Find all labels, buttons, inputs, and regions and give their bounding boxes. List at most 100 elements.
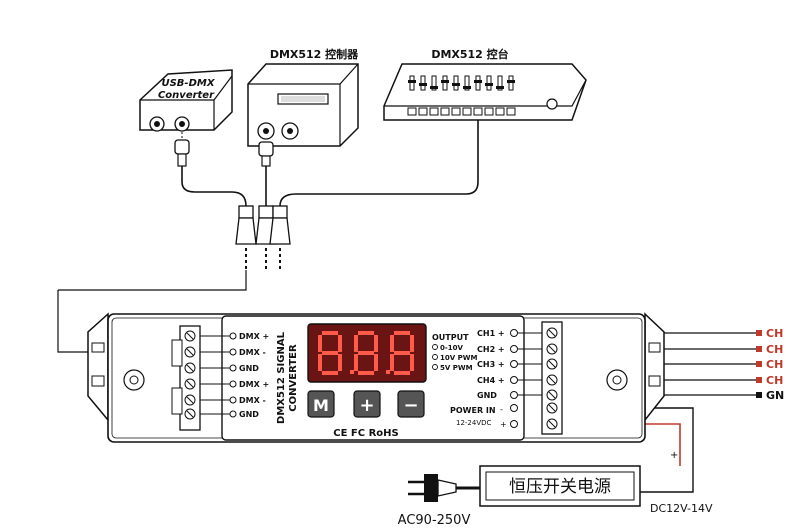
output-channel-label: CH bbox=[766, 343, 783, 356]
output-channel-label: CH bbox=[766, 374, 783, 387]
certification-marks: CE FC RoHS bbox=[333, 428, 398, 439]
power-in-label: POWER IN bbox=[450, 406, 496, 415]
display-segment bbox=[318, 354, 322, 371]
terminal-dot-icon bbox=[229, 396, 237, 404]
right-terminal-labels: CH1 +CH2 +CH3 +CH4 +GND POWER IN - 12-24… bbox=[450, 329, 542, 429]
plus-button-label: + bbox=[359, 395, 374, 416]
option-dot-icon bbox=[432, 364, 438, 370]
display-segment bbox=[322, 351, 338, 355]
connector-plug-icon bbox=[235, 205, 257, 270]
option-dot-icon bbox=[432, 344, 438, 350]
wire-usb bbox=[181, 152, 247, 218]
right-terminal-label: CH4 + bbox=[477, 376, 505, 385]
display-segment bbox=[374, 335, 378, 352]
fader-icon bbox=[497, 75, 503, 91]
converter-title-line2: CONVERTER bbox=[288, 344, 299, 412]
console-key-icon bbox=[462, 107, 472, 116]
output-channel-label: CH bbox=[766, 327, 783, 340]
console-label: DMX512 控台 bbox=[431, 47, 508, 61]
display-segment bbox=[358, 351, 374, 355]
converter-title-line1: DMX512 SIGNAL bbox=[276, 331, 287, 424]
display-segment bbox=[394, 331, 410, 335]
display-segment bbox=[358, 331, 374, 335]
terminal-dot-icon bbox=[510, 329, 518, 337]
right-terminal-label: CH3 + bbox=[477, 360, 505, 369]
plus-button[interactable]: + bbox=[353, 390, 381, 418]
display-segment bbox=[338, 335, 342, 352]
terminal-dot-icon bbox=[229, 364, 237, 372]
minus-button-label: − bbox=[403, 395, 418, 416]
display-segment bbox=[374, 354, 378, 371]
output-option-label: 0-10V bbox=[440, 344, 464, 352]
console-key-icon bbox=[484, 107, 494, 116]
console-key-icon bbox=[473, 107, 483, 116]
display-segment bbox=[410, 354, 414, 371]
controller-label: DMX512 控制器 bbox=[270, 47, 359, 61]
console-knob-icon bbox=[546, 98, 558, 110]
led-display bbox=[307, 323, 427, 383]
left-terminal-label: DMX + bbox=[239, 332, 269, 341]
power-in-minus: - bbox=[500, 405, 503, 414]
terminal-dot-icon bbox=[510, 360, 518, 368]
usb-label-line1: USB-DMX bbox=[161, 78, 215, 89]
terminal-dot-icon bbox=[229, 410, 237, 418]
left-terminal-label: DMX + bbox=[239, 380, 269, 389]
terminal-dot-icon bbox=[229, 380, 237, 388]
output-heading: OUTPUT bbox=[432, 333, 469, 342]
ac-input-label: AC90-250V bbox=[398, 513, 471, 528]
output-terminal-icon bbox=[756, 377, 762, 383]
mode-button[interactable]: M bbox=[307, 390, 335, 418]
dmx512-console: DMX512 控台 bbox=[383, 47, 587, 121]
left-terminal-label: GND bbox=[239, 364, 259, 373]
right-terminal-block bbox=[541, 321, 563, 435]
terminal-dot-icon bbox=[510, 376, 518, 384]
display-segment bbox=[318, 335, 322, 352]
ground-label: GN bbox=[766, 389, 784, 402]
terminal-dot-icon bbox=[510, 404, 518, 412]
minus-button[interactable]: − bbox=[397, 390, 425, 418]
terminal-dot-icon bbox=[229, 348, 237, 356]
console-key-icon bbox=[440, 107, 450, 116]
controller-plug-icon bbox=[258, 141, 274, 167]
usb-dmx-converter: USB-DMX Converter bbox=[139, 69, 233, 167]
console-key-icon bbox=[451, 107, 461, 116]
terminal-dot-icon bbox=[229, 332, 237, 340]
console-key-icon bbox=[418, 107, 428, 116]
terminal-dot-icon bbox=[510, 345, 518, 353]
terminal-dot-icon bbox=[510, 391, 518, 399]
display-segment bbox=[354, 335, 358, 352]
mode-button-label: M bbox=[313, 396, 329, 415]
console-key-icon bbox=[429, 107, 439, 116]
display-segment bbox=[394, 351, 410, 355]
display-segment bbox=[322, 371, 338, 375]
display-segment bbox=[354, 354, 358, 371]
ac-plug-icon bbox=[408, 474, 457, 502]
display-segment bbox=[358, 371, 374, 375]
display-segment bbox=[322, 331, 338, 335]
output-terminal-icon bbox=[756, 361, 762, 367]
console-key-icon bbox=[495, 107, 505, 116]
display-segment bbox=[394, 371, 410, 375]
console-key-icon bbox=[407, 107, 417, 116]
fader-icon bbox=[431, 75, 437, 91]
option-dot-icon bbox=[432, 354, 438, 360]
usb-label-line2: Converter bbox=[158, 90, 215, 101]
output-option-label: 10V PWM bbox=[440, 354, 477, 362]
output-option-label: 5V PWM bbox=[440, 364, 473, 372]
power-in-voltage: 12-24VDC bbox=[456, 419, 492, 427]
output-terminal-icon bbox=[756, 330, 762, 336]
connector-plug-icon bbox=[269, 205, 291, 270]
display-dot bbox=[386, 370, 390, 374]
output-terminal-icon bbox=[756, 346, 762, 352]
output-selector: OUTPUT 0-10V 10V PWM 5V PWM bbox=[432, 333, 477, 372]
y-splitter bbox=[235, 205, 291, 270]
display-segment bbox=[410, 335, 414, 352]
power-supply-plus: + bbox=[670, 450, 678, 461]
output-channel-label: CH bbox=[766, 358, 783, 371]
power-supply-output: DC12V-14V bbox=[650, 502, 713, 515]
wire-console bbox=[279, 120, 479, 218]
left-terminal-label: GND bbox=[239, 410, 259, 419]
